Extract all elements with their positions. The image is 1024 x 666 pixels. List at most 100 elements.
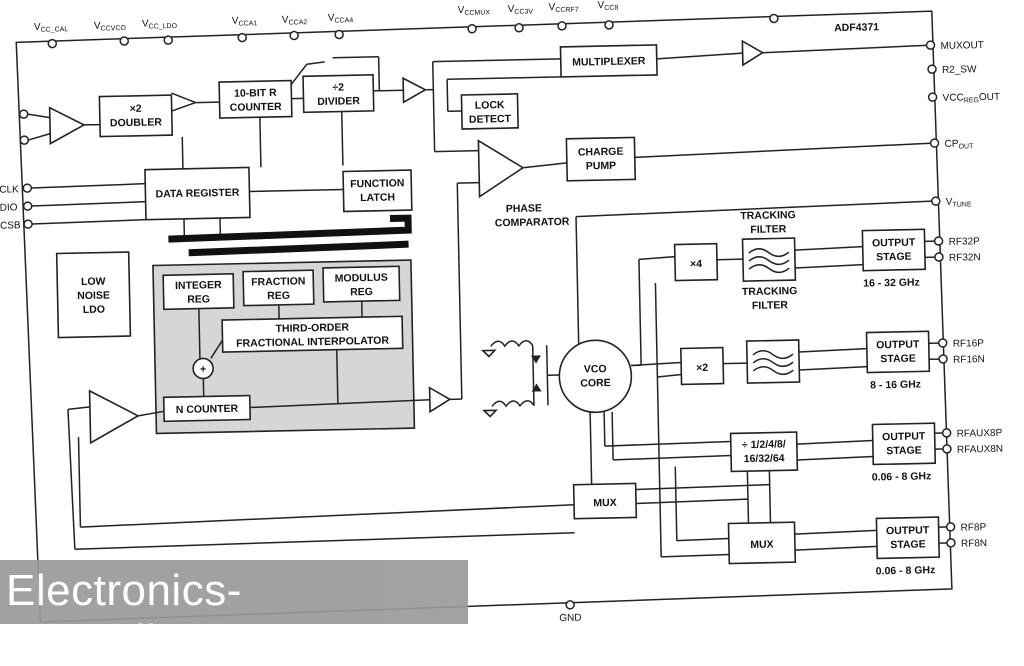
pin-rf32p: RF32P — [949, 236, 981, 248]
svg-text:OUTPUT: OUTPUT — [882, 430, 926, 443]
pin-rf16p: RF16P — [953, 338, 985, 350]
phase-comparator — [478, 140, 523, 197]
svg-text:VCC8: VCC8 — [597, 0, 618, 12]
svg-text:TRACKING: TRACKING — [742, 285, 798, 298]
pin-gnd: GND — [559, 613, 581, 624]
svg-text:÷2: ÷2 — [332, 81, 344, 93]
svg-text:+: + — [200, 363, 206, 375]
feedback-amplifier — [90, 390, 139, 443]
svg-text:COUNTER: COUNTER — [230, 101, 283, 114]
svg-text:CHARGE: CHARGE — [578, 146, 624, 159]
pin-rfaux8n: RFAUX8N — [957, 444, 1003, 456]
svg-text:OUTPUT: OUTPUT — [876, 338, 920, 351]
svg-text:FILTER: FILTER — [750, 223, 787, 236]
right-pins: MUXOUT R2_SW VCCREGOUT CPOUT VTUNE RF32P… — [926, 40, 1009, 550]
pin-rfaux8p: RFAUX8P — [957, 428, 1003, 440]
pin-r2-sw: R2_SW — [942, 64, 977, 76]
pin-csb: CSB — [0, 220, 21, 231]
data-bus — [168, 218, 408, 239]
svg-text:PUMP: PUMP — [586, 160, 617, 173]
svg-text:LOCK: LOCK — [475, 99, 505, 112]
svg-text:DETECT: DETECT — [469, 113, 512, 126]
ref-input-buffer — [50, 107, 85, 144]
svg-text:8 - 16 GHz: 8 - 16 GHz — [870, 378, 921, 391]
output-stage-rf8 — [876, 517, 939, 558]
svg-text:LDO: LDO — [83, 304, 105, 316]
svg-text:0.06 - 8 GHz: 0.06 - 8 GHz — [876, 564, 936, 577]
svg-text:REG: REG — [267, 290, 290, 302]
svg-text:MULTIPLEXER: MULTIPLEXER — [572, 55, 646, 69]
svg-text:PHASE: PHASE — [506, 202, 542, 215]
svg-text:OUTPUT: OUTPUT — [872, 237, 916, 250]
output-stage-rf32 — [862, 229, 925, 270]
svg-text:DATA REGISTER: DATA REGISTER — [155, 187, 239, 201]
svg-text:VTUNE: VTUNE — [946, 196, 972, 209]
svg-text:VCO: VCO — [584, 363, 607, 375]
svg-text:N COUNTER: N COUNTER — [176, 403, 239, 416]
svg-text:FRACTION: FRACTION — [251, 275, 305, 288]
gnd-pin — [566, 601, 574, 609]
svg-text:VCCVCO: VCCVCO — [94, 20, 127, 33]
charge-pump-block — [566, 137, 635, 180]
svg-text:OUTPUT: OUTPUT — [886, 524, 930, 537]
svg-text:THIRD-ORDER: THIRD-ORDER — [275, 321, 349, 335]
svg-text:COMPARATOR: COMPARATOR — [495, 216, 570, 230]
svg-text:VCCRF7: VCCRF7 — [549, 2, 579, 15]
svg-text:10-BIT R: 10-BIT R — [234, 87, 277, 100]
svg-text:MUX: MUX — [593, 497, 617, 509]
svg-text:INTEGER: INTEGER — [175, 279, 222, 292]
watermark-banner: Electronics-Council.com — [0, 560, 468, 624]
svg-text:VCCA1: VCCA1 — [232, 15, 258, 28]
chip-title: ADF4371 — [834, 21, 879, 34]
pin-clk: CLK — [0, 184, 19, 195]
svg-text:VCCA2: VCCA2 — [282, 14, 308, 27]
output-stage-rfaux8 — [872, 423, 935, 464]
svg-text:DIVIDER: DIVIDER — [317, 95, 360, 108]
svg-text:×4: ×4 — [690, 258, 702, 270]
n-counter-buffer — [430, 387, 450, 411]
svg-text:LOW: LOW — [81, 276, 106, 289]
watermark-text: Electronics-Council.com — [6, 566, 468, 666]
pin-rf8p: RF8P — [961, 522, 987, 534]
svg-text:MUX: MUX — [750, 539, 774, 551]
muxout-buffer — [742, 41, 762, 65]
svg-text:REG: REG — [187, 293, 210, 305]
pin-rf8n: RF8N — [961, 538, 987, 550]
pin-cp-out: CP — [944, 139, 958, 150]
adf4371-block-diagram: ADF4371 VCC_CAL VCCVCO VCC_LDO VCCA1 VCC… — [0, 0, 1024, 624]
svg-text:VCC_LDO: VCC_LDO — [142, 18, 178, 31]
svg-text:0.06 - 8 GHz: 0.06 - 8 GHz — [872, 470, 932, 483]
svg-text:LATCH: LATCH — [360, 191, 395, 204]
svg-text:NOISE: NOISE — [77, 289, 110, 302]
svg-text:MODULUS: MODULUS — [335, 272, 388, 285]
svg-text:STAGE: STAGE — [876, 251, 912, 264]
pin-vccreg: VCC — [943, 92, 964, 103]
top-pins: VCC_CAL VCCVCO VCC_LDO VCCA1 VCCA2 VCCA4… — [34, 0, 779, 48]
svg-text:16 - 32 GHz: 16 - 32 GHz — [863, 276, 920, 289]
function-latch-block — [343, 170, 412, 211]
svg-text:VCC_CAL: VCC_CAL — [34, 21, 69, 34]
svg-text:TRACKING: TRACKING — [740, 209, 796, 222]
svg-text:FILTER: FILTER — [752, 299, 789, 312]
svg-text:STAGE: STAGE — [886, 444, 922, 457]
svg-text:CORE: CORE — [580, 377, 611, 390]
pin-dio: DIO — [0, 202, 18, 213]
svg-text:×2: ×2 — [696, 362, 708, 374]
vco-core — [559, 340, 632, 413]
pin-rf16n: RF16N — [953, 354, 985, 366]
svg-text:16/32/64: 16/32/64 — [744, 452, 785, 465]
svg-text:DOUBLER: DOUBLER — [110, 116, 163, 129]
svg-text:REG: REG — [350, 286, 373, 298]
output-stage-rf16 — [867, 331, 930, 372]
pin-rf32n: RF32N — [949, 252, 981, 264]
svg-text:VCCREGOUT: VCCREGOUT — [943, 92, 1001, 105]
svg-text:VCCMUX: VCCMUX — [458, 4, 491, 17]
svg-text:CPOUT: CPOUT — [944, 138, 974, 151]
varactor-tank — [483, 340, 561, 417]
ref-buffer-2 — [403, 78, 425, 102]
svg-text:STAGE: STAGE — [890, 538, 926, 551]
pin-muxout: MUXOUT — [940, 40, 984, 52]
svg-text:STAGE: STAGE — [880, 353, 916, 366]
svg-text:÷ 1/2/4/8/: ÷ 1/2/4/8/ — [742, 438, 786, 451]
svg-text:×2: ×2 — [130, 103, 142, 115]
